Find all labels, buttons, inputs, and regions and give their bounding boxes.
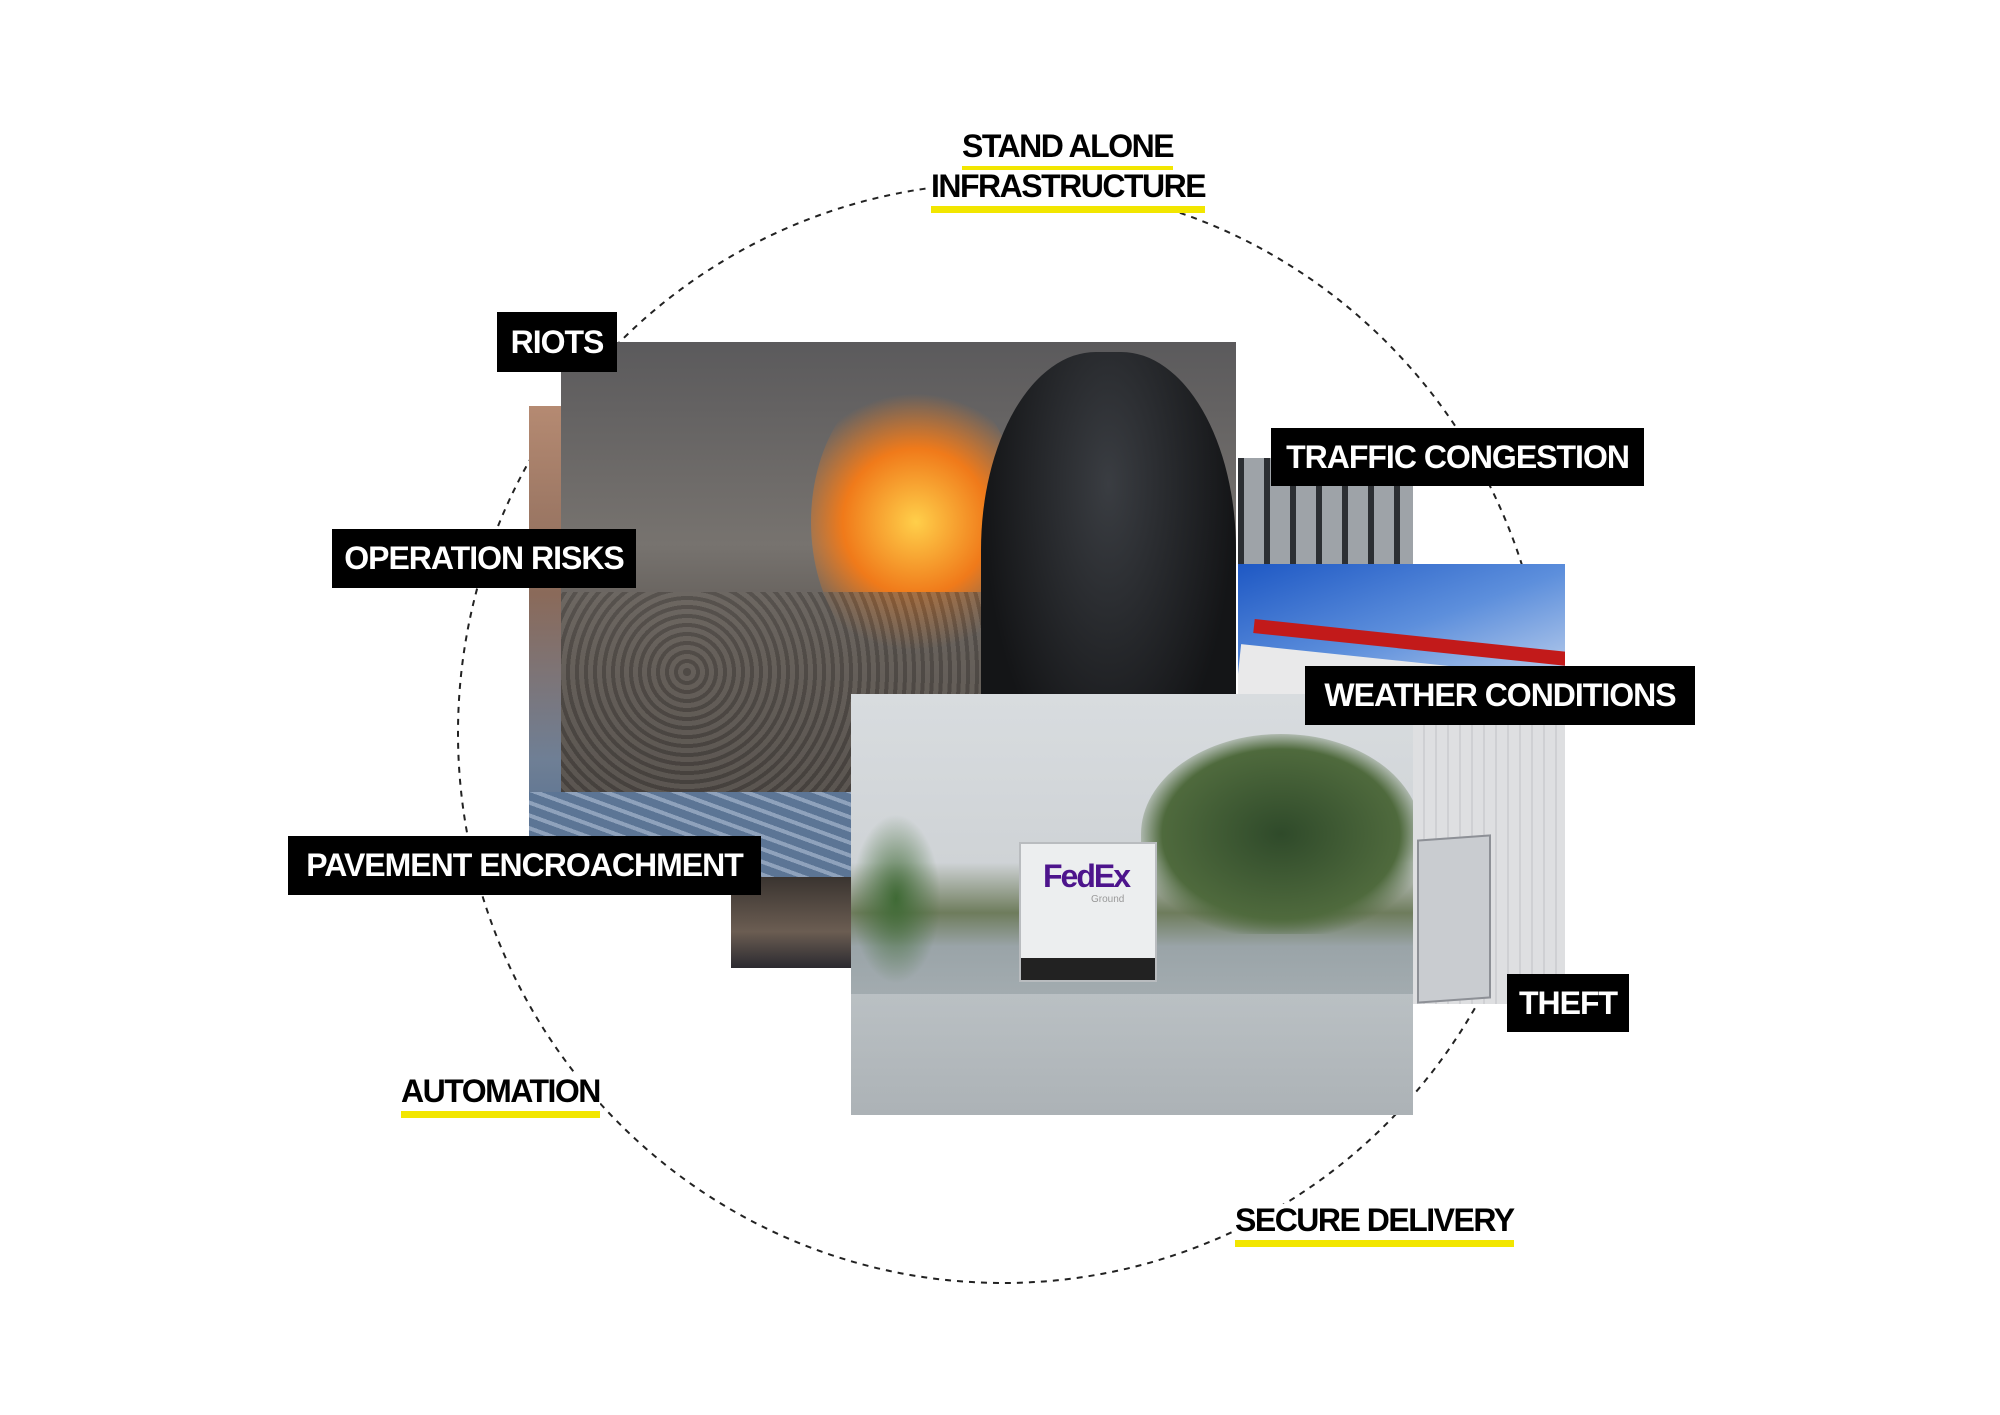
cycle-label-automation: AUTOMATION xyxy=(401,1075,601,1118)
tag-pavement-encroachment: PAVEMENT ENCROACHMENT xyxy=(288,836,761,895)
cycle-label-infrastructure: INFRASTRUCTURE xyxy=(931,170,1207,213)
tag-traffic-congestion: TRAFFIC CONGESTION xyxy=(1271,428,1644,486)
cycle-label-secure-delivery: SECURE DELIVERY xyxy=(1235,1204,1515,1247)
tag-weather-conditions: WEATHER CONDITIONS xyxy=(1305,666,1695,725)
flooded-street-delivery-photo: FedEx Ground xyxy=(851,694,1413,1115)
door-wall-photo xyxy=(1413,697,1565,1004)
truck-logo-sub: Ground xyxy=(1091,894,1125,905)
tag-riots: RIOTS xyxy=(497,312,617,372)
delivery-truck: FedEx Ground xyxy=(1019,842,1157,982)
truck-logo: FedEx xyxy=(1043,858,1131,894)
cycle-label-stand-alone: STAND ALONE xyxy=(962,130,1175,173)
tag-theft: THEFT xyxy=(1507,974,1629,1032)
tag-operation-risks: OPERATION RISKS xyxy=(332,529,636,588)
